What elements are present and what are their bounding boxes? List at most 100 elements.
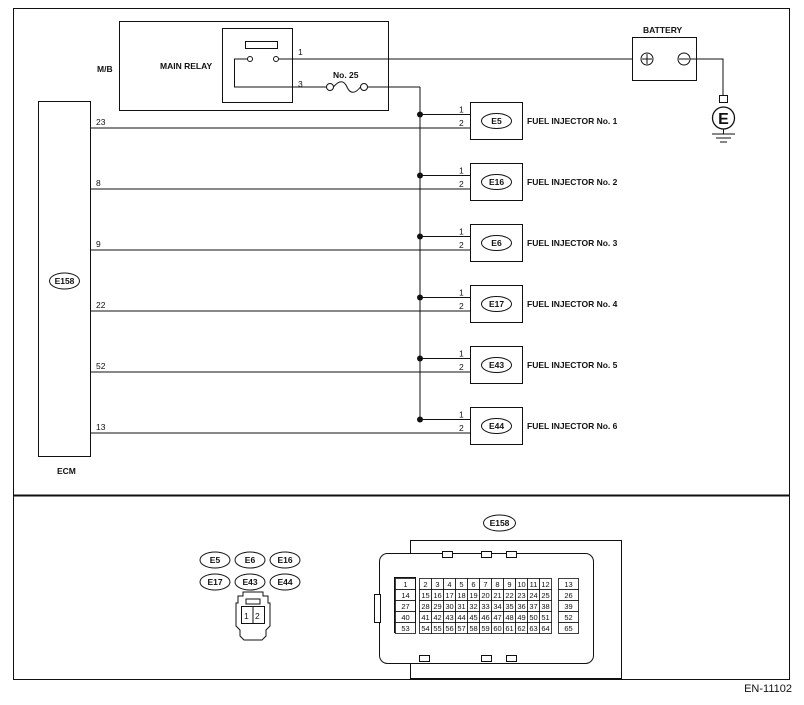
battery-label: BATTERY	[643, 25, 683, 35]
ecm-pin-label: 52	[96, 361, 106, 371]
ecm-pin-number: 42	[433, 613, 441, 622]
injector-pin1-label: 1	[459, 105, 464, 115]
ecm-pin-number: 49	[517, 613, 525, 622]
ecm-pin-number: 40	[401, 613, 409, 622]
ecm-pin-number: 38	[541, 602, 549, 611]
junction-dot	[417, 233, 423, 240]
fuse-no-25	[292, 81, 420, 93]
ecm-pin-label: 23	[96, 117, 106, 127]
ecm-pin-number: 61	[505, 624, 513, 633]
ecm-pin-number: 17	[445, 591, 453, 600]
ecm-pin-number: 59	[481, 624, 489, 633]
injector-ref-label: E43	[242, 577, 257, 587]
mb-label: M/B	[97, 64, 113, 74]
ecm-pin-number: 48	[505, 613, 513, 622]
relay-pin-1: 1	[298, 47, 303, 57]
fuse-label: No. 25	[333, 70, 359, 80]
injector-ref-badge	[269, 551, 301, 569]
ecm-label: ECM	[57, 466, 76, 476]
ecm-pin-number: 10	[517, 580, 525, 589]
injector-label: FUEL INJECTOR No. 3	[527, 238, 618, 248]
injector-label: FUEL INJECTOR No. 5	[527, 360, 618, 370]
ecm-pin-label: 13	[96, 422, 106, 432]
ecm-pin-number: 18	[457, 591, 465, 600]
injector-connector-badge	[481, 296, 512, 312]
junction-dot	[417, 111, 423, 118]
ecm-connector-ref: E158	[490, 518, 510, 528]
ecm-pin-number: 46	[481, 613, 489, 622]
injector-connector-badge	[481, 235, 512, 251]
ecm-pin-number: 37	[529, 602, 537, 611]
ecm-pin-number: 25	[541, 591, 549, 600]
ecm-pin-number: 51	[541, 613, 549, 622]
ecm-pin-number: 29	[433, 602, 441, 611]
ecm-pin-cell	[539, 622, 552, 634]
battery-symbol	[632, 37, 697, 81]
injector-ref-badge	[199, 551, 231, 569]
injector-connector-label: E17	[489, 299, 504, 309]
ground-symbol	[690, 58, 736, 143]
ecm-pin-number: 1	[403, 580, 407, 589]
ecm-pin-label: 22	[96, 300, 106, 310]
main-relay-label: MAIN RELAY	[160, 61, 212, 71]
relay-pin-3: 3	[298, 79, 303, 89]
ecm-pin-number: 56	[445, 624, 453, 633]
injector-pin-2: 2	[255, 611, 260, 621]
ecm-pin-number: 7	[483, 580, 487, 589]
ecm-pin-number: 32	[469, 602, 477, 611]
injector-connector-badge	[481, 113, 512, 129]
injector-pin1-label: 1	[459, 227, 464, 237]
injector-pin2-label: 2	[459, 118, 464, 128]
ecm-pin-cell	[558, 622, 579, 634]
ecm-pin-label: 8	[96, 178, 101, 188]
injector-ref-label: E16	[277, 555, 292, 565]
ecm-pin-number: 30	[445, 602, 453, 611]
diagram-frame	[13, 8, 790, 680]
injector-pin2-label: 2	[459, 240, 464, 250]
ecm-pin-cell	[395, 622, 416, 634]
ecm-pin-number: 14	[401, 591, 409, 600]
junction-dot	[417, 416, 423, 423]
ecm-pin-number: 15	[421, 591, 429, 600]
injector-ref-badge	[199, 573, 231, 591]
injector-pin1-label: 1	[459, 410, 464, 420]
injector-ref-label: E17	[207, 577, 222, 587]
ecm-pin-number: 22	[505, 591, 513, 600]
injector-connector-label: E5	[491, 116, 502, 126]
ecm-pin-number: 23	[517, 591, 525, 600]
injector-ref-label: E44	[277, 577, 292, 587]
injector-connector-badge	[481, 174, 512, 190]
ecm-pin-number: 16	[433, 591, 441, 600]
ecm-pin-number: 28	[421, 602, 429, 611]
ecm-pin-number: 62	[517, 624, 525, 633]
ecm-connector-ref-badge	[483, 514, 516, 532]
ecm-pin-number: 26	[564, 591, 572, 600]
ecm-pin-number: 50	[529, 613, 537, 622]
ecm-pin-number: 11	[530, 580, 538, 589]
ecm-connector-badge	[49, 272, 80, 290]
ecm-pin-number: 60	[493, 624, 501, 633]
injector-pin2-label: 2	[459, 362, 464, 372]
ecm-pin-number: 43	[445, 613, 453, 622]
injector-pin2-label: 2	[459, 423, 464, 433]
injector-connector-badge	[481, 357, 512, 373]
junction-dot	[417, 172, 423, 179]
junction-dot	[417, 355, 423, 362]
injector-connector-label: E16	[489, 177, 504, 187]
ecm-pin-number: 54	[421, 624, 429, 633]
injector-label: FUEL INJECTOR No. 2	[527, 177, 618, 187]
ecm-pin-number: 57	[457, 624, 465, 633]
injector-pin2-label: 2	[459, 179, 464, 189]
ecm-pin-number: 35	[505, 602, 513, 611]
injector-connector-label: E43	[489, 360, 504, 370]
footer-code: EN-11102	[744, 683, 792, 695]
ecm-pin-number: 63	[529, 624, 537, 633]
injector-pin1-label: 1	[459, 288, 464, 298]
injector-pin1-label: 1	[459, 166, 464, 176]
